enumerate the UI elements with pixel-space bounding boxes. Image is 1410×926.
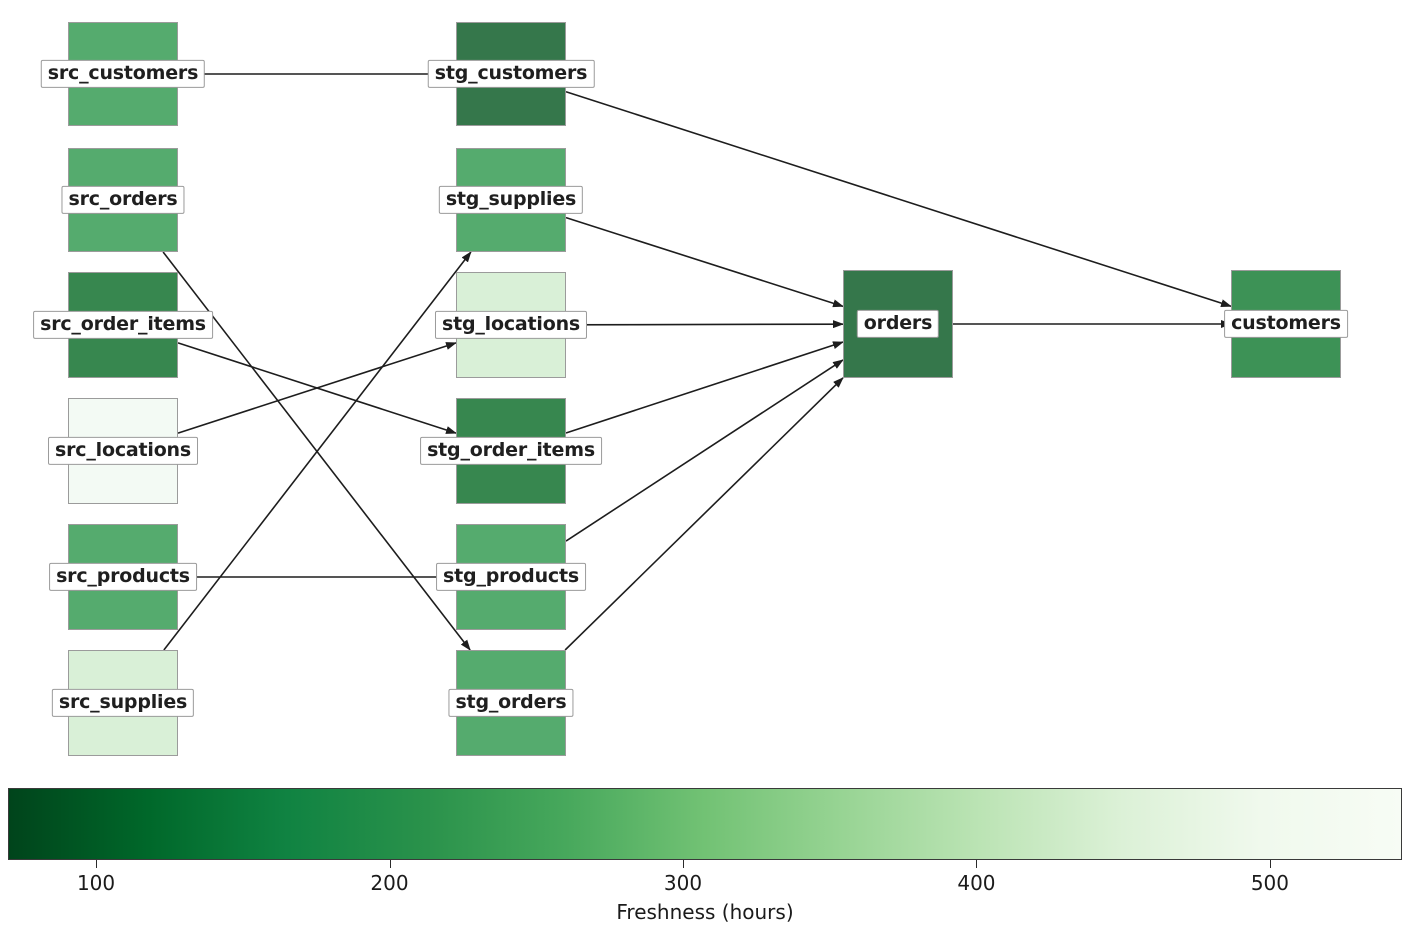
node-label-src_products[interactable]: src_products xyxy=(49,562,197,592)
colorbar-tick-label-500: 500 xyxy=(1250,871,1290,895)
edge-stg_orders-to-orders xyxy=(564,377,844,651)
node-label-stg_supplies[interactable]: stg_supplies xyxy=(438,185,584,215)
colorbar-axis: 100 200 300 400 500 xyxy=(0,860,1410,904)
colorbar-label: Freshness (hours) xyxy=(616,900,794,924)
edge-stg_locations-to-orders xyxy=(565,320,844,329)
edge-stg_customers-to-customers xyxy=(565,90,1232,308)
node-label-stg_locations[interactable]: stg_locations xyxy=(434,310,588,340)
colorbar: 100 200 300 400 500 Freshness (hours) xyxy=(0,784,1410,926)
node-label-src_orders[interactable]: src_orders xyxy=(61,185,185,215)
node-label-src_supplies[interactable]: src_supplies xyxy=(51,688,195,718)
node-label-stg_customers[interactable]: stg_customers xyxy=(427,59,595,89)
colorbar-tick-200 xyxy=(389,860,391,868)
edges xyxy=(162,73,1232,651)
edge-stg_order_items-to-orders xyxy=(565,341,844,434)
node-label-stg_orders[interactable]: stg_orders xyxy=(448,688,574,718)
node-label-orders[interactable]: orders xyxy=(856,309,940,339)
colorbar-tick-label-400: 400 xyxy=(957,871,996,895)
colorbar-tick-label-300: 300 xyxy=(663,871,703,895)
colorbar-tick-500 xyxy=(1269,860,1271,868)
node-label-src_customers[interactable]: src_customers xyxy=(40,59,206,89)
colorbar-tick-label-200: 200 xyxy=(370,871,409,895)
edge-src_supplies-to-stg_supplies xyxy=(163,251,472,651)
node-label-customers[interactable]: customers xyxy=(1224,309,1348,339)
node-label-src_order_items[interactable]: src_order_items xyxy=(33,310,213,340)
colorbar-tick-100 xyxy=(96,860,98,868)
node-label-src_locations[interactable]: src_locations xyxy=(48,436,198,466)
colorbar-tick-label-100: 100 xyxy=(76,871,116,895)
colorbar-tick-300 xyxy=(682,860,684,868)
edge-src_locations-to-stg_locations xyxy=(177,342,457,434)
edge-stg_supplies-to-orders xyxy=(565,216,844,308)
node-label-stg_products[interactable]: stg_products xyxy=(436,562,586,592)
colorbar-gradient xyxy=(8,788,1402,860)
edge-stg_products-to-orders xyxy=(565,359,844,542)
node-label-stg_order_items[interactable]: stg_order_items xyxy=(420,436,602,466)
edge-layer xyxy=(162,73,1232,651)
colorbar-tick-400 xyxy=(976,860,978,868)
